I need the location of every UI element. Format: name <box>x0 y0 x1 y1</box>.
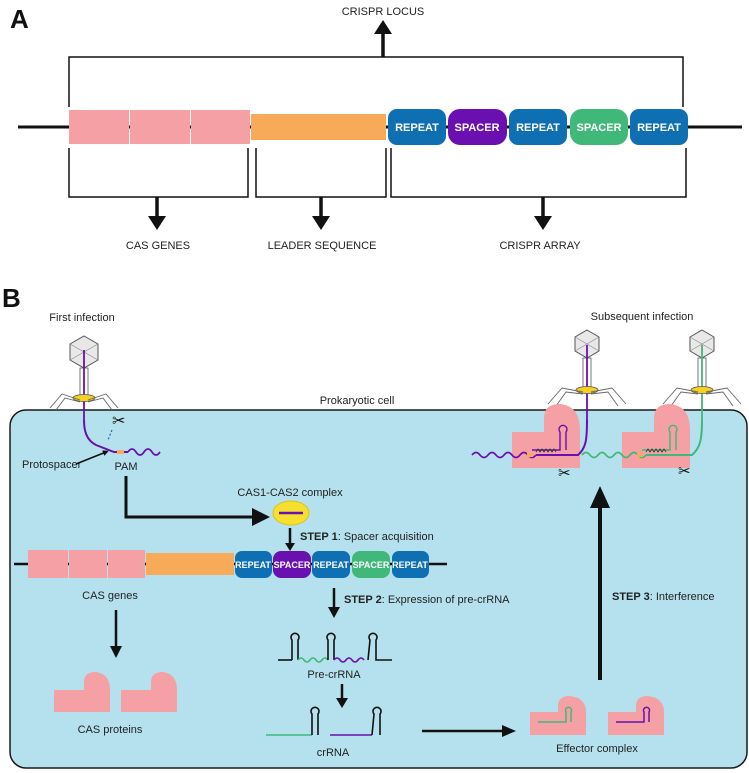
locus-arrow-head <box>374 20 392 34</box>
scissors-icon: ✂ <box>112 413 125 430</box>
subsequent-infection-label: Subsequent infection <box>591 311 694 323</box>
step2-label: STEP 2: Expression of pre-crRNA <box>344 594 510 606</box>
scissors-icon-2: ✂ <box>558 465 571 482</box>
crispr-locus-label: CRISPR LOCUS <box>342 6 425 18</box>
lower-arrows-a <box>148 197 552 230</box>
array-block-b-5: REPEAT <box>392 560 428 570</box>
scissors-icon-3: ✂ <box>678 463 691 480</box>
cas-expression-arrow-head <box>110 646 122 658</box>
array-block-a-3: REPEAT <box>516 122 560 134</box>
crispr-array-b: REPEAT SPACER REPEAT SPACER REPEAT <box>235 551 429 578</box>
lower-brackets-a <box>68 148 687 198</box>
cas-genes-blocks-a <box>69 110 250 144</box>
array-block-b-1: REPEAT <box>235 560 271 570</box>
protospacer-label: Protospacer <box>22 459 82 471</box>
step3-arrow-head <box>590 486 610 508</box>
pam-label: PAM <box>114 461 137 473</box>
effector-complexes <box>530 696 664 735</box>
array-block-a-1: REPEAT <box>395 122 439 134</box>
step3-label: STEP 3: Interference <box>612 591 715 603</box>
interference-complex-1: ✂ <box>471 404 588 482</box>
cas-genes-label: CAS GENES <box>126 240 190 252</box>
crispr-array-a: REPEAT SPACER REPEAT SPACER REPEAT <box>388 109 688 145</box>
protospacer-pointer <box>75 450 109 465</box>
step1-arrow-head <box>285 543 295 551</box>
cas-proteins <box>54 672 177 712</box>
phage-subsequent-2 <box>662 329 742 420</box>
protospacer-wave <box>127 448 161 456</box>
prokaryotic-cell <box>9 409 748 769</box>
crrna-label: crRNA <box>317 747 350 759</box>
panel-a-letter: A <box>10 4 29 34</box>
array-block-b-4: SPACER <box>353 560 390 570</box>
phage-subsequent-1 <box>547 329 627 420</box>
prokaryotic-cell-label: Prokaryotic cell <box>320 395 395 407</box>
leader-block-a <box>251 114 386 140</box>
array-block-b-2: SPACER <box>274 560 311 570</box>
leader-block-b <box>146 553 234 575</box>
first-infection-label: First infection <box>49 312 114 324</box>
pam-marker <box>117 450 124 454</box>
processing-arrow-head <box>336 698 348 708</box>
crispr-array-label: CRISPR ARRAY <box>499 240 581 252</box>
locus-bracket <box>68 56 684 107</box>
cas-genes-b-label: CAS genes <box>82 590 138 602</box>
leader-sequence-label: LEADER SEQUENCE <box>268 240 377 252</box>
array-block-b-3: REPEAT <box>313 560 349 570</box>
phage-first <box>49 335 119 420</box>
acquisition-arrow <box>124 476 255 519</box>
pre-crrna-label: Pre-crRNA <box>307 669 361 681</box>
effector-assembly-arrow-head <box>502 725 516 737</box>
interference-complex-2: ✂ <box>581 404 703 480</box>
panel-b-letter: B <box>2 283 21 313</box>
cut-indicator <box>107 429 113 441</box>
array-block-a-2: SPACER <box>454 122 499 134</box>
effector-complex-label: Effector complex <box>556 743 638 755</box>
array-block-a-5: REPEAT <box>637 122 681 134</box>
step1-label: STEP 1: Spacer acquisition <box>300 531 434 543</box>
cas-complex-label: CAS1-CAS2 complex <box>237 487 343 499</box>
cas-proteins-label: CAS proteins <box>78 724 143 736</box>
crrna <box>266 706 382 736</box>
cas-genes-blocks-b <box>28 550 145 578</box>
acquisition-arrow-head <box>252 508 270 526</box>
step2-arrow-head <box>328 607 340 618</box>
array-block-a-4: SPACER <box>576 122 621 134</box>
pre-crrna <box>278 632 392 663</box>
injected-dna <box>83 419 128 453</box>
